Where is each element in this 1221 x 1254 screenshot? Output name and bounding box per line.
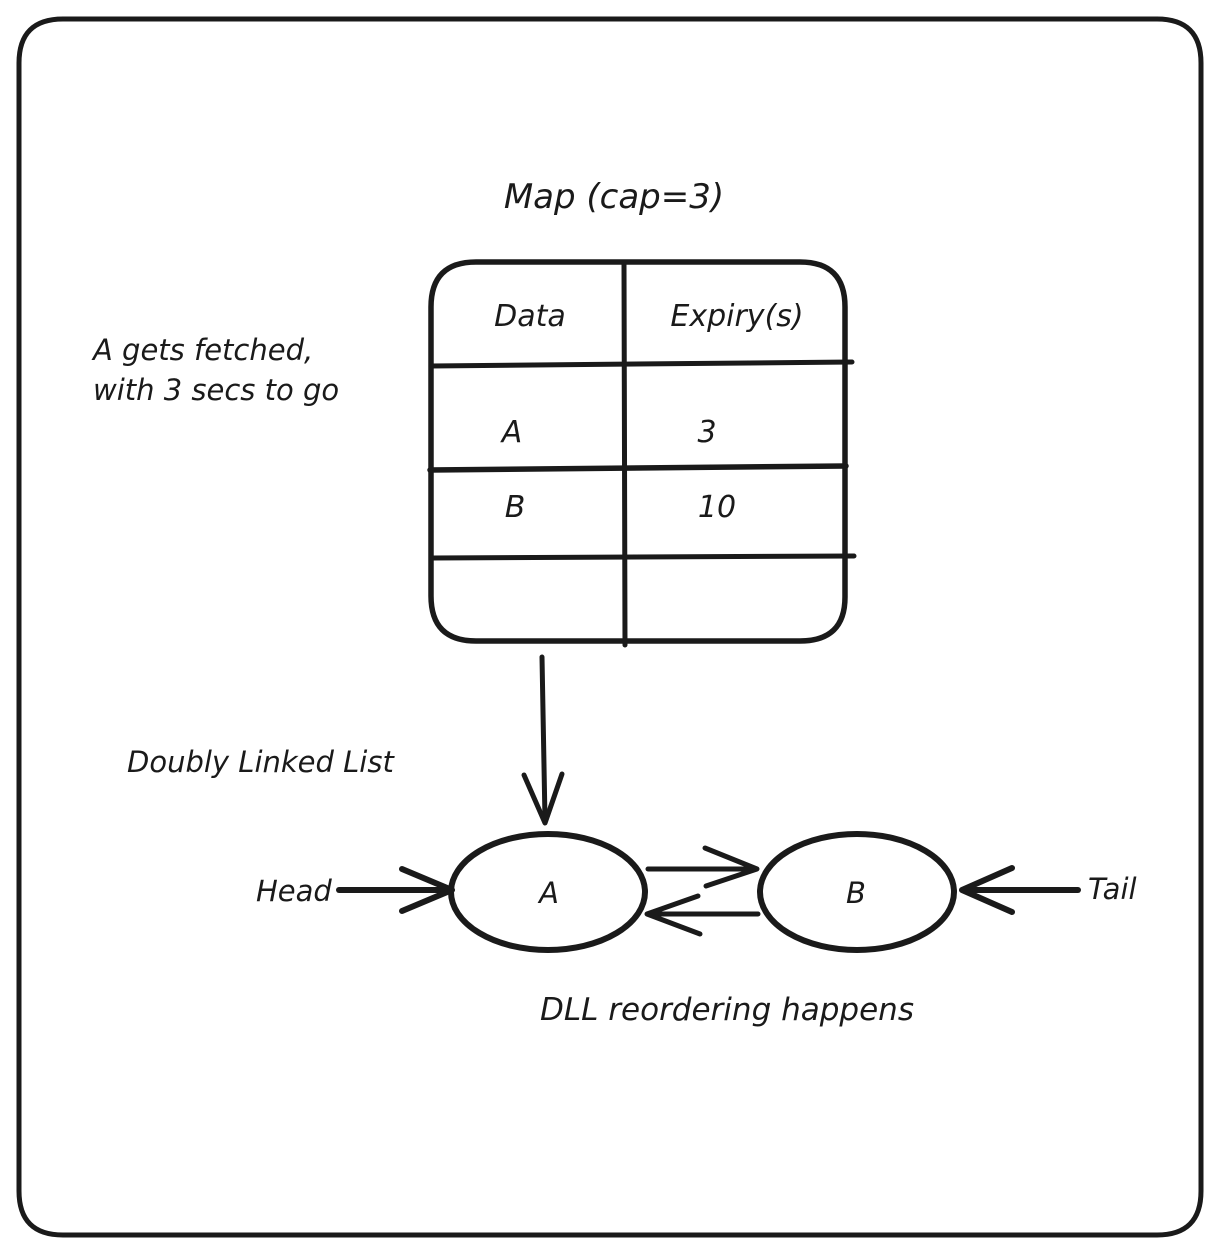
map-table-rule-header <box>428 359 855 369</box>
map-table-outline <box>428 259 848 644</box>
map-to-dll-arrow-head <box>521 771 565 826</box>
tail-arrow-head <box>959 865 1015 915</box>
dll-node-a-label: A <box>537 876 559 910</box>
table-row-1-expiry: 3 <box>697 415 716 450</box>
column-header-data: Data <box>494 299 566 334</box>
reorder-caption: DLL reordering happens <box>540 992 914 1028</box>
link-b-to-a-head <box>644 893 703 937</box>
map-table-rule-row2 <box>429 553 857 561</box>
map-table-title: Map (cap=3) <box>504 177 724 217</box>
table-row-1-data: A <box>500 415 523 450</box>
link-a-to-b-head <box>702 845 760 889</box>
column-header-expiry: Expiry(s) <box>670 299 803 334</box>
whiteboard-frame-border <box>16 16 1204 1238</box>
tail-label: Tail <box>1088 872 1137 906</box>
dll-node-b-shape[interactable] <box>757 831 957 953</box>
table-row-2-data: B <box>505 490 526 525</box>
map-table-column-divider <box>621 260 628 648</box>
table-row-2-expiry: 10 <box>698 490 736 525</box>
fetch-note-line-2: with 3 secs to go <box>93 373 339 407</box>
head-label: Head <box>256 874 332 908</box>
map-table-rule-row1 <box>427 463 849 473</box>
map-to-dll-arrow-shaft <box>539 654 548 823</box>
doubly-linked-list-label: Doubly Linked List <box>127 745 395 779</box>
dll-node-b-label: B <box>846 876 866 910</box>
head-arrow-head <box>399 866 455 914</box>
fetch-note-line-1: A gets fetched, <box>91 333 313 367</box>
